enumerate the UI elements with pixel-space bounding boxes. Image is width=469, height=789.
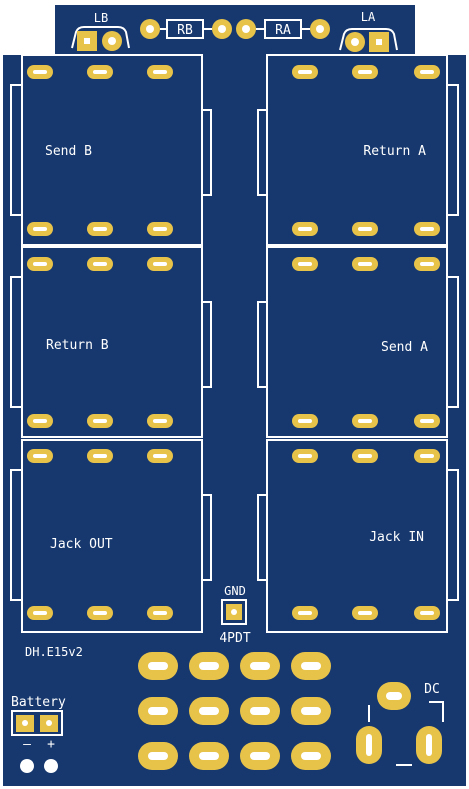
- switch-4pdt-pads: [138, 652, 331, 770]
- jack-out-label: Jack OUT: [50, 537, 113, 552]
- send-b-label: Send B: [45, 144, 92, 159]
- return-a-label: Return A: [363, 144, 426, 159]
- la-connector: [339, 28, 398, 52]
- la-label: LA: [361, 10, 376, 24]
- jack-footprint-return-b: [10, 246, 212, 438]
- gnd-pad: [221, 599, 247, 625]
- ra-label: RA: [275, 23, 291, 38]
- send-a-label: Send A: [381, 340, 428, 355]
- battery-connector: [11, 710, 63, 736]
- pcb-board: [3, 5, 466, 786]
- gnd-label: GND: [224, 584, 246, 598]
- switch-label: 4PDT: [219, 631, 250, 646]
- return-b-label: Return B: [46, 338, 109, 353]
- jack-footprint-send-b: [10, 54, 212, 246]
- jack-footprint-return-a: [257, 54, 459, 246]
- mounting-hole-left: [20, 759, 34, 773]
- mounting-hole-right: [44, 759, 58, 773]
- board-name: DH.E15v2: [25, 645, 83, 659]
- jack-in-label: Jack IN: [369, 530, 424, 545]
- jack-footprint-send-a: [257, 246, 459, 438]
- lb-label: LB: [94, 11, 108, 25]
- jack-footprint-jack-out: [10, 439, 212, 633]
- rb-resistor: [140, 19, 232, 39]
- battery-plus-label: +: [47, 737, 55, 752]
- jack-footprint-jack-in: [257, 439, 459, 633]
- battery-minus-label: –: [23, 737, 31, 752]
- rb-label: RB: [177, 23, 193, 38]
- ra-resistor: [236, 19, 330, 39]
- lb-connector: [71, 26, 130, 51]
- dc-jack-footprint: [356, 682, 444, 766]
- dc-label: DC: [424, 682, 440, 697]
- battery-label: Battery: [11, 695, 66, 710]
